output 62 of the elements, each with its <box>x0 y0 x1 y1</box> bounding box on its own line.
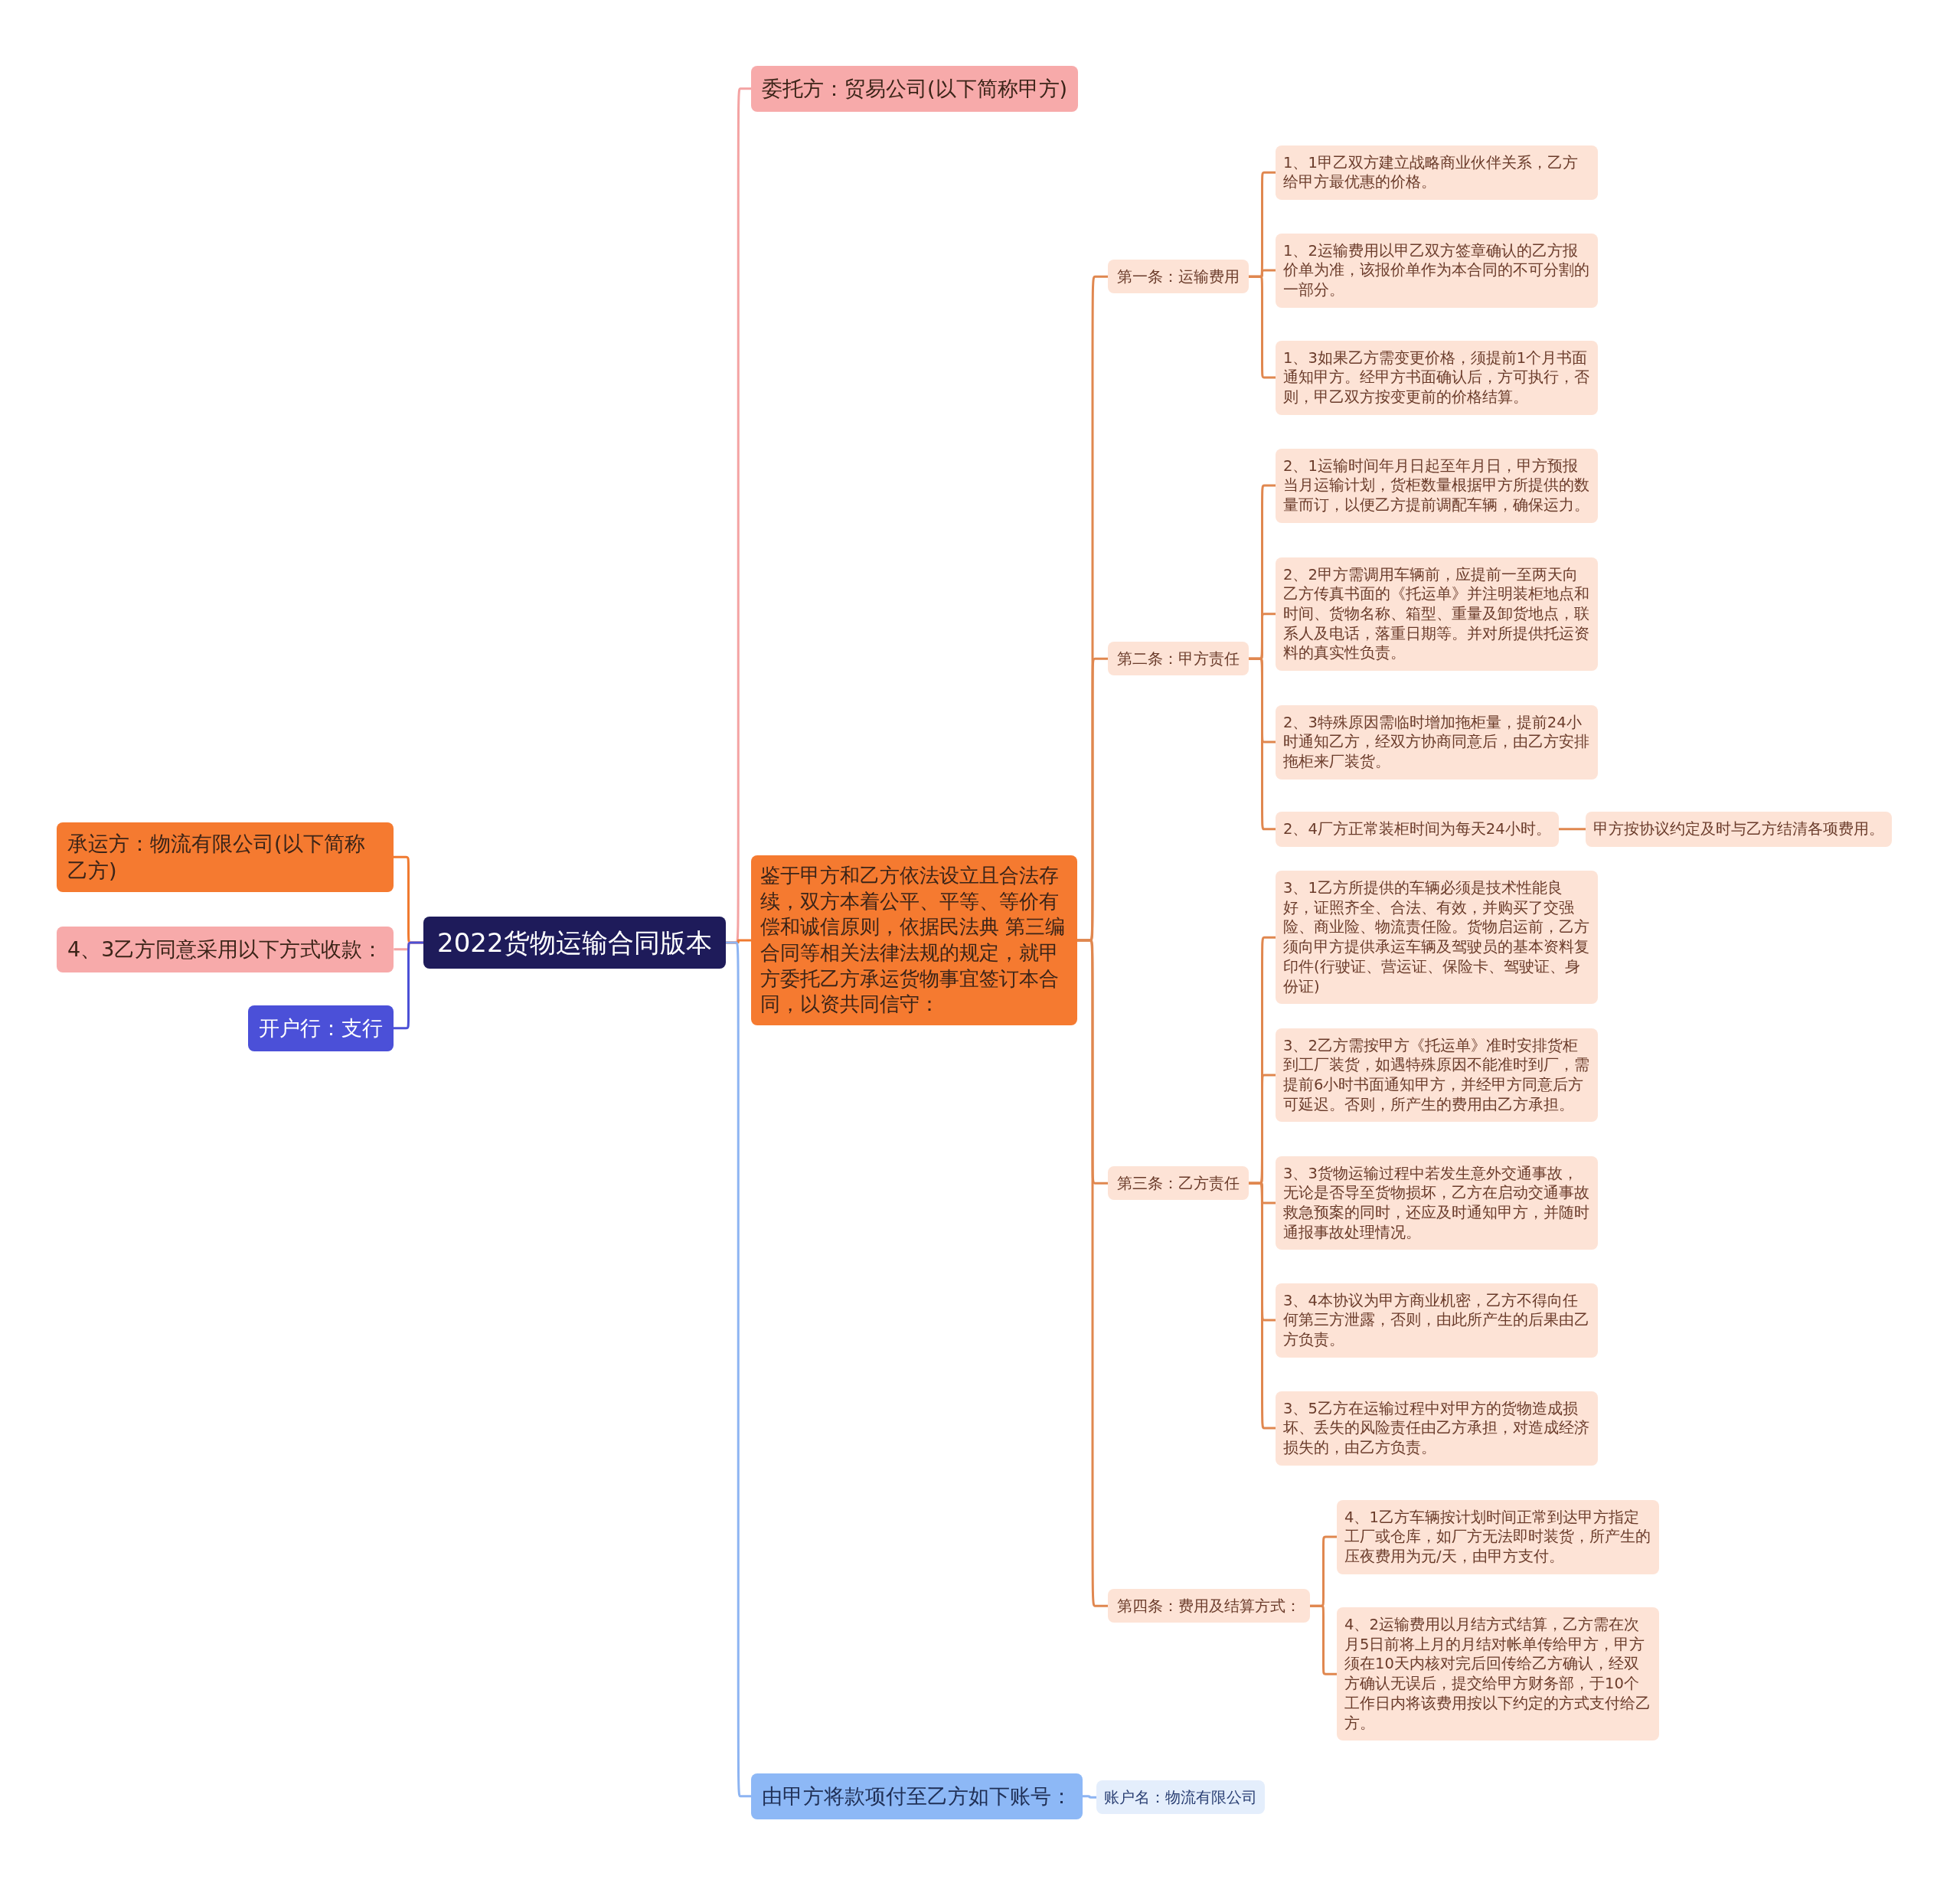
topic-box <box>751 1773 1083 1819</box>
detail-text: 2、1运输时间年月日起至年月日，甲方预报当月运输计划，货柜数量根据甲方所提供的数量而订，以便乙方提前调配车辆，确保运力。 <box>1283 456 1590 515</box>
detail-box <box>1276 233 1598 308</box>
detail-text: 3、5乙方在运输过程中对甲方的货物造成损坏、丢失的风险责任由乙方承担，对造成经济损失的，由乙方负责。 <box>1283 1398 1590 1458</box>
detail-text: 3、3货物运输过程中若发生意外交通事故，无论是否导至货物损坏，乙方在启动交通事故救急预案的同时，还应及时通知甲方，并随时通报事故处理情况。 <box>1283 1163 1590 1243</box>
central-topic <box>423 916 726 969</box>
subtopic-text: 第四条：费用及结算方式： <box>1117 1596 1301 1616</box>
detail-box <box>1276 704 1598 780</box>
detail-text: 2、2甲方需调用车辆前，应提前一至两天向乙方传真书面的《托运单》并注明装柜地点和时间、货物名称、箱型、重量及卸货地点，联系人及电话，落重日期等。并对所提供托运资料的真实性负责。 <box>1283 564 1590 664</box>
detail-text: 3、2乙方需按甲方《托运单》准时安排货柜到工厂装货，如遇特殊原因不能准时到厂，需提前6小时书面通知甲方，并经甲方同意后方可延迟。否则，所产生的费用由乙方承担。 <box>1283 1035 1590 1115</box>
detail-box <box>1276 1155 1598 1250</box>
detail-box <box>1276 1283 1598 1358</box>
detail-box <box>1276 340 1598 415</box>
topic-text: 4、3乙方同意采用以下方式收款： <box>67 936 384 963</box>
connector-line <box>1249 1182 1276 1430</box>
subtopic-text: 第二条：甲方责任 <box>1117 649 1240 669</box>
connector-line <box>1077 939 1108 1607</box>
detail-box <box>1276 1391 1598 1466</box>
subtopic-box <box>1108 260 1249 294</box>
detail-text: 甲方按协议约定及时与乙方结清各项费用。 <box>1593 819 1884 839</box>
central-topic-text: 2022货物运输合同版本 <box>437 926 712 959</box>
detail-box <box>1586 812 1892 847</box>
subtopic-text: 第三条：乙方责任 <box>1117 1173 1240 1194</box>
topic-text: 承运方：物流有限公司(以下简称乙方) <box>67 830 366 884</box>
detail-text: 4、1乙方车辆按计划时间正常到达甲方指定工厂或仓库，如厂方无法即时装货，所产生的压夜费用为元/天，由甲方支付。 <box>1344 1507 1651 1567</box>
connector-line <box>394 941 423 1030</box>
detail-text: 4、2运输费用以月结方式结算，乙方需在次月5日前将上月的月结对帐单传给甲方，甲方须在10天内核对完后回传给乙方确认，经双方确认无误后，提交给甲方财务部，于10个工作日内将该费用按以下约定的方式支付给乙方。 <box>1344 1615 1651 1734</box>
topic-text: 由甲方将款项付至乙方如下账号： <box>762 1783 1072 1809</box>
connector-line <box>1083 1795 1096 1799</box>
detail-text: 1、3如果乙方需变更价格，须提前1个月书面通知甲方。经甲方书面确认后，方可执行，否则，甲乙双方按变更前的价格结算。 <box>1283 348 1590 407</box>
detail-text: 3、4本协议为甲方商业机密，乙方不得向任何第三方泄露，否则，由此所产生的后果由乙方负责。 <box>1283 1290 1590 1350</box>
connector-line <box>1558 828 1586 831</box>
topic-box <box>57 927 394 972</box>
topic-box <box>57 822 394 892</box>
topic-text: 鉴于甲方和乙方依法设立且合法存续，双方本着公平、平等、等价有偿和诚信原则，依据民法典 第三编合同等相关法律法规的规定，就甲方委托乙方承运货物事宜签订本合同，以资共同信守： <box>760 863 1067 1018</box>
subtopic-box <box>1108 1589 1310 1623</box>
detail-box <box>1276 871 1598 1005</box>
detail-text: 3、1乙方所提供的车辆必须是技术性能良好，证照齐全、合法、有效，并购买了交强险、商业险、物流责任险。货物启运前，乙方须向甲方提供承运车辆及驾驶员的基本资料复印件(行驶证、营运证、保险卡、驾驶证、身份证) <box>1283 878 1590 997</box>
connector-line <box>725 941 751 1798</box>
detail-box <box>1276 557 1598 672</box>
detail-text: 2、3特殊原因需临时增加拖柜量，提前24小时通知乙方，经双方协商同意后，由乙方安排拖柜来厂装货。 <box>1283 712 1590 772</box>
detail-text: 1、1甲乙双方建立战略商业伙伴关系，乙方给甲方最优惠的价格。 <box>1283 152 1579 192</box>
topic-text: 委托方：贸易公司(以下简称甲方) <box>762 76 1068 102</box>
topic-text: 开户行：支行 <box>259 1015 383 1041</box>
subtopic-text: 第一条：运输费用 <box>1117 266 1240 287</box>
connector-line <box>1310 1604 1337 1675</box>
detail-box <box>1276 145 1598 200</box>
topic-box <box>751 66 1079 112</box>
topic-box <box>248 1005 394 1051</box>
note-text: 账户名：物流有限公司 <box>1104 1787 1257 1808</box>
detail-box <box>1276 1028 1598 1123</box>
detail-box <box>1276 448 1598 523</box>
note-box <box>1096 1780 1265 1815</box>
connector-line <box>1249 275 1276 379</box>
detail-box <box>1337 1607 1659 1741</box>
detail-box <box>1276 812 1559 847</box>
detail-text: 1、2运输费用以甲乙双方签章确认的乙方报价单为准，该报价单作为本合同的不可分割的一部分。 <box>1283 240 1590 300</box>
connector-line <box>1249 657 1276 831</box>
detail-text: 2、4厂方正常装柜时间为每天24小时。 <box>1283 819 1551 839</box>
subtopic-box <box>1108 642 1249 676</box>
subtopic-box <box>1108 1166 1249 1201</box>
detail-box <box>1337 1499 1659 1574</box>
